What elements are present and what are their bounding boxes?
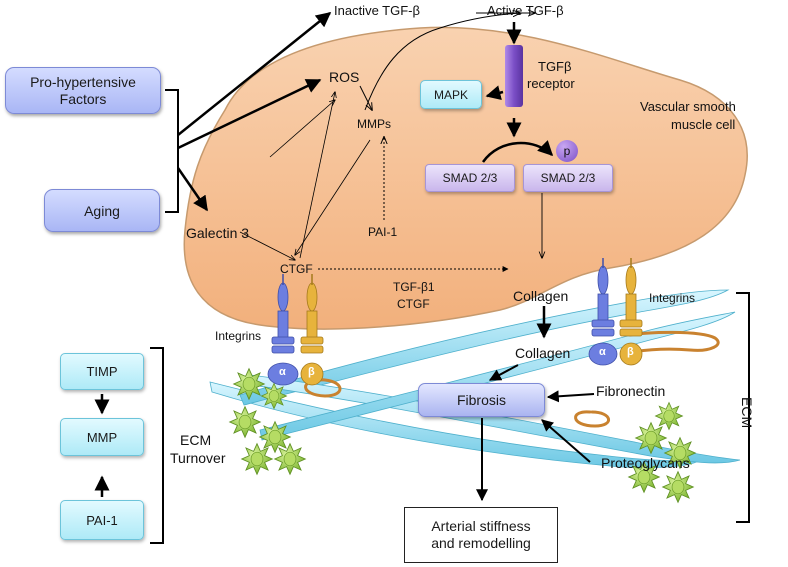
tgfb-receptor (505, 45, 523, 107)
arterial-line-2: and remodelling (431, 535, 531, 551)
tgfb-receptor-label-2: receptor (527, 76, 575, 91)
ecm-turnover-label-1: ECM (180, 432, 212, 448)
tgfb-receptor-label-1: TGFβ (538, 59, 572, 74)
beta-right: β (627, 346, 634, 358)
vsmc-label-2: muscle cell (671, 117, 736, 132)
inactive-tgf-label: Inactive TGF-β (334, 3, 420, 18)
timp-box: TIMP (60, 353, 144, 390)
ctgf-label: CTGF (280, 262, 313, 276)
integrins-right-graphic (588, 258, 643, 366)
arterial-stiffness-box: Arterial stiffness and remodelling (404, 507, 558, 563)
mmp-box: MMP (60, 418, 144, 456)
integrins-left-label: Integrins (215, 329, 262, 343)
brackets (150, 89, 750, 544)
mmps-label: MMPs (357, 117, 391, 131)
galectin-label: Galectin 3 (186, 225, 250, 241)
beta-left: β (308, 366, 315, 378)
fibrosis-box: Fibrosis (418, 383, 545, 417)
ros-label: ROS (329, 69, 360, 85)
pai1-box: PAI-1 (60, 500, 144, 540)
smad-box-left: SMAD 2/3 (425, 164, 515, 192)
proteoglycans-label: Proteoglycans (601, 455, 690, 471)
mapk-box: MAPK (420, 80, 482, 109)
collagen-ecm-label: Collagen (515, 345, 571, 361)
ecm-side-label: ECM (739, 397, 755, 429)
smad-box-right: SMAD 2/3 (523, 164, 613, 192)
fibronectin-label: Fibronectin (596, 383, 666, 399)
active-tgf-label: Active TGF-β (487, 3, 564, 18)
phosphate-circle: p (556, 140, 578, 162)
pro-hypertensive-factors-box: Pro-hypertensive Factors (5, 67, 161, 114)
integrins-right-label: Integrins (649, 291, 696, 305)
tgf-b1-label: TGF-β1 (393, 280, 435, 294)
aging-box: Aging (44, 189, 160, 232)
arterial-line-1: Arterial stiffness (431, 517, 531, 534)
alpha-left: α (279, 366, 286, 378)
ctgf-center-label: CTGF (397, 297, 430, 311)
collagen-cell-label: Collagen (513, 288, 569, 304)
integrins-left-graphic (267, 274, 324, 386)
alpha-right: α (599, 346, 606, 358)
pai1-center-label: PAI-1 (368, 225, 398, 239)
pathway-arrows (94, 13, 595, 502)
ecm-turnover-label-2: Turnover (170, 450, 226, 466)
vsmc-label-1: Vascular smooth (640, 99, 736, 114)
